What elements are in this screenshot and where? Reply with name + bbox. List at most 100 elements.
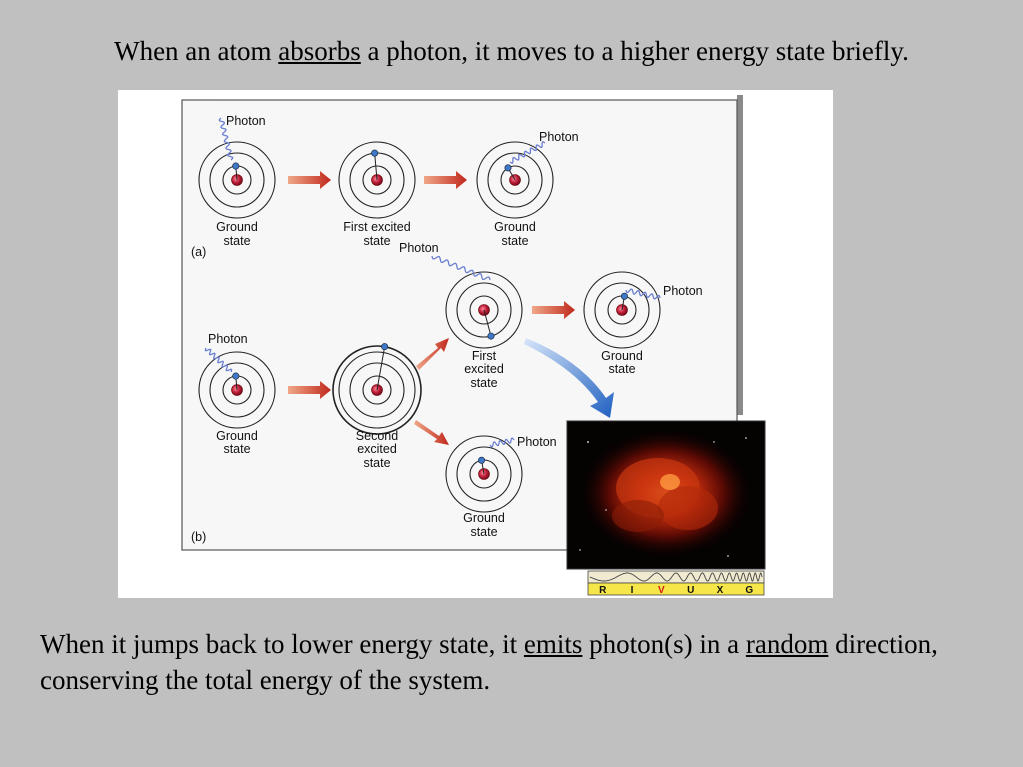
- atom-b-second-excited: [332, 343, 422, 435]
- atom-b-first-excited: [445, 271, 523, 349]
- orbit: [476, 141, 554, 219]
- label-a-atom3-line1: Ground: [494, 220, 536, 234]
- orbit: [456, 446, 512, 502]
- label-a-atom2-line1: First excited: [343, 220, 410, 234]
- photon-b-in: [204, 347, 233, 373]
- electron: [371, 149, 379, 157]
- atoms: [198, 141, 661, 513]
- caption-emphasis-emits: emits: [523, 629, 583, 659]
- label-a-atom1-line1: Ground: [216, 220, 258, 234]
- label-b-ground-line2: state: [223, 442, 250, 456]
- orbit: [332, 345, 422, 435]
- caption-emphasis-random: random: [745, 629, 829, 659]
- photon-waves: [204, 117, 661, 448]
- slide-title: When an atom absorbs a photon, it moves …: [0, 34, 1023, 68]
- transition-arrows: [288, 171, 575, 445]
- electron-radius: [374, 153, 378, 181]
- arrow-a1-shape: [288, 171, 331, 189]
- label-panel-a: (a): [191, 245, 206, 259]
- label-photon-b-top-in: Photon: [399, 241, 439, 255]
- label-b-second-line3: state: [363, 456, 390, 470]
- slide-caption: When it jumps back to lower energy state…: [40, 626, 1000, 698]
- photon-a-out: [509, 141, 546, 164]
- photon-b-top-in: [431, 255, 491, 281]
- title-text-start: When an atom: [114, 36, 279, 66]
- orbit: [487, 152, 543, 208]
- orbit: [594, 282, 650, 338]
- label-b-ground-top-line1: Ground: [601, 349, 643, 363]
- atom-b-ground: [198, 351, 276, 429]
- orbit: [456, 282, 512, 338]
- orbit: [362, 375, 392, 405]
- diagram-panel: Photon Photon Ground state First excited…: [118, 90, 833, 598]
- electron-radius: [483, 309, 492, 337]
- orbit: [198, 141, 276, 219]
- label-b-ground-line1: Ground: [216, 429, 258, 443]
- orbit: [583, 271, 661, 349]
- orbit: [362, 165, 392, 195]
- label-b-first-line3: state: [470, 376, 497, 390]
- label-b-second-line1: Second: [356, 429, 398, 443]
- title-emphasis: absorbs: [278, 36, 361, 66]
- atom-b-ground-bottom: [445, 435, 523, 513]
- label-b-first-line1: First: [472, 349, 497, 363]
- photon-b-top-out: [625, 288, 661, 300]
- atom-a-ground: [198, 141, 276, 219]
- electron: [232, 162, 240, 170]
- electron-radius: [376, 346, 386, 391]
- title-text-end: a photon, it moves to a higher energy st…: [360, 36, 909, 66]
- orbit: [209, 362, 265, 418]
- label-a-atom1-line2: state: [223, 234, 250, 248]
- spectrum-band-u: U: [687, 585, 694, 596]
- board-edge-top: [182, 95, 743, 97]
- label-b-first-line2: excited: [464, 362, 504, 376]
- orbit: [338, 141, 416, 219]
- electron: [478, 456, 486, 464]
- diagram-labels: Photon Photon Ground state First excited…: [191, 114, 703, 544]
- arrow-b-up: [416, 338, 449, 370]
- atom-a-ground-out: [476, 141, 554, 219]
- arrow-b-down: [414, 420, 449, 445]
- orbit: [445, 271, 523, 349]
- label-b-ground-bottom-line2: state: [470, 525, 497, 539]
- atom-energy-diagram: Photon Photon Ground state First excited…: [181, 95, 766, 596]
- orbit: [445, 435, 523, 513]
- orbit: [338, 351, 416, 429]
- caption-text-2: photon(s) in a: [582, 629, 746, 659]
- spectrum-band-g: G: [745, 585, 753, 596]
- electron: [620, 292, 628, 300]
- label-photon-a-out: Photon: [539, 130, 579, 144]
- label-panel-b: (b): [191, 530, 206, 544]
- label-photon-b-top-out: Photon: [663, 284, 703, 298]
- label-photon-a-in: Photon: [226, 114, 266, 128]
- label-a-atom2-line2: state: [363, 234, 390, 248]
- orbit: [469, 295, 499, 325]
- label-a-atom3-line2: state: [501, 234, 528, 248]
- label-b-ground-bottom-line1: Ground: [463, 511, 505, 525]
- photon-a-in: [218, 117, 234, 161]
- arrow-b1: [288, 381, 331, 399]
- board-edge-right: [737, 95, 743, 415]
- label-photon-b-bottom-out: Photon: [517, 435, 557, 449]
- orbit: [349, 362, 405, 418]
- electron: [381, 343, 389, 351]
- orbit: [198, 351, 276, 429]
- caption-text-3: direction, conserving the total energy o…: [40, 629, 938, 695]
- label-b-ground-top-line2: state: [608, 362, 635, 376]
- spectrum-band-i: I: [631, 585, 634, 596]
- spectrum-band-x: X: [717, 585, 724, 596]
- atom-a-first-excited: [338, 141, 416, 219]
- spectrum-band-r: R: [599, 585, 607, 596]
- caption-text-1: When it jumps back to lower energy state…: [40, 629, 524, 659]
- label-photon-b-in: Photon: [208, 332, 248, 346]
- orbit: [209, 152, 265, 208]
- electron: [232, 372, 240, 380]
- spectrum-band-v: V: [658, 585, 665, 596]
- electron: [487, 332, 495, 340]
- photon-b-bottom-out: [489, 437, 515, 448]
- label-b-second-line2: excited: [357, 442, 397, 456]
- arrow-b-top: [532, 301, 575, 319]
- emission-arrow: [524, 338, 614, 418]
- atom-b-ground-top: [583, 271, 661, 349]
